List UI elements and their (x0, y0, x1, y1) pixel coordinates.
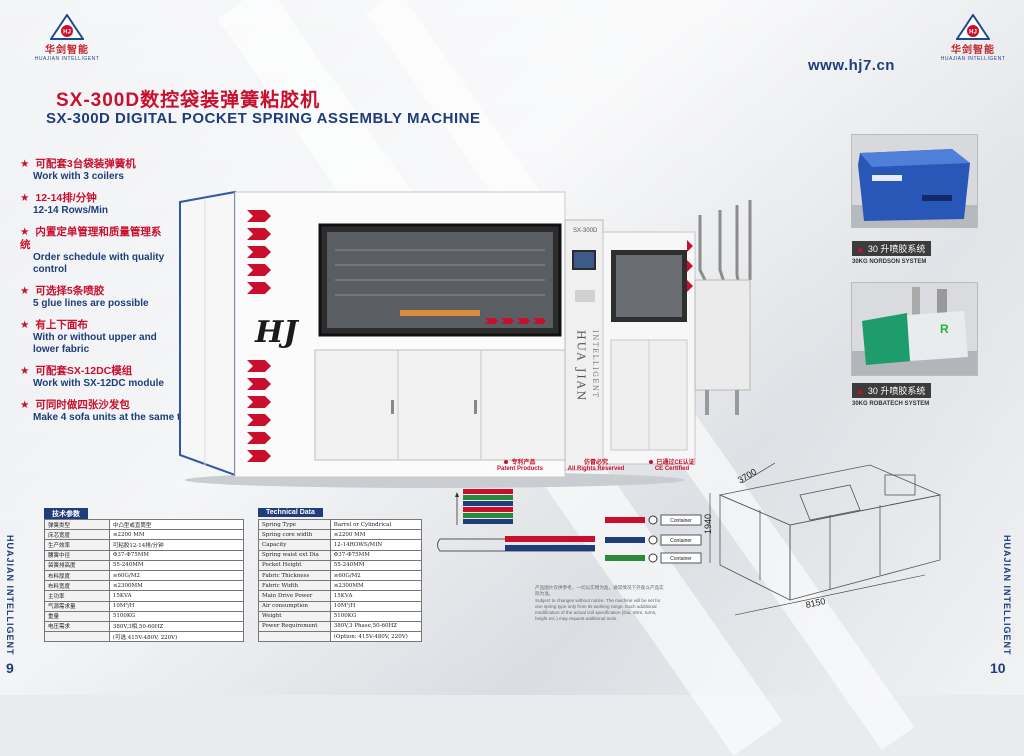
feature-item: ★可同时做四张沙发包 Make 4 sofa units at the same… (20, 399, 198, 423)
feature-item: ★12-14排/分钟 12-14 Rows/Min (20, 192, 109, 216)
machine-brand-vertical-2: INTELLIGENT (591, 330, 599, 399)
robatech-caption: ▲30 升喷胶系统 30KG ROBATECH SYSTEM (852, 381, 982, 407)
triangle-icon: ▲ (856, 244, 865, 254)
svg-text:HJ: HJ (63, 30, 71, 36)
feature-item: ★内置定单管理和质量管理系统 Order schedule with quali… (20, 226, 165, 275)
brand-logo-left: HJ 华剑智能 HUAJIAN INTELLIGENT (22, 14, 112, 62)
sidebar-brand-left: HUAJIAN INTELLIGENT (5, 535, 15, 656)
page-number-right: 10 (990, 660, 1006, 676)
logo-mark-icon: HJ (956, 14, 990, 40)
star-icon: ★ (20, 399, 30, 411)
star-icon: ★ (20, 226, 30, 238)
spec-cn-table: 弹簧类型中凸型或直筒型 床芯宽度≤2200 MM 生产效率可粘胶12-14排/分… (44, 518, 245, 643)
triangle-icon: ▲ (856, 386, 865, 396)
svg-text:R: R (940, 322, 949, 336)
process-diagram: Container Container Container (437, 489, 702, 564)
cert-patent: 专利产品 Patent Products (496, 460, 543, 472)
logo-text-cn: 华剑智能 (951, 45, 995, 56)
logo-text-en: HUAJIAN INTELLIGENT (940, 56, 1006, 62)
svg-text:HJ: HJ (969, 30, 977, 36)
robatech-system-photo: R (851, 282, 978, 376)
machine-panel-label: SX-300D (573, 228, 598, 234)
cert-rights: 仿冒必究 All Rights Reserved (567, 460, 625, 472)
star-icon: ★ (20, 285, 30, 297)
machine-illustration: HJ SX-300D HUA JIAN INTELLIGENT (179, 190, 752, 488)
website-link[interactable]: www.hj7.cn (808, 57, 895, 74)
logo-mark-icon: HJ (50, 14, 84, 40)
star-icon: ★ (20, 192, 30, 204)
feature-item: ★可选择5条喷胶 5 glue lines are possible (20, 285, 149, 309)
nordson-system-photo (851, 134, 978, 228)
page-title-cn: SX-300D数控袋装弹簧粘胶机 (56, 90, 321, 111)
page-number-left: 9 (6, 660, 14, 676)
table-row: (可选 415V-480V, 220V) (44, 631, 245, 643)
feature-list: ★可配套3台袋装弹簧机 Work with 3 coilers ★12-14排/… (20, 158, 220, 433)
dimension-height: 1940 (703, 514, 713, 534)
table-row: 生产效率可粘胶12-14排/分钟 (44, 539, 245, 551)
table-row: 弹簧类型中凸型或直筒型 (44, 518, 245, 531)
machine-logo-script: HJ (254, 315, 299, 350)
star-icon: ★ (20, 319, 30, 331)
table-row: Fabric Width≤2300MM (258, 580, 423, 592)
container-label: Container (670, 538, 692, 544)
brand-logo-right: HJ 华剑智能 HUAJIAN INTELLIGENT (928, 14, 1018, 62)
machine-brand-vertical-1: HUA JIAN (575, 330, 588, 402)
feature-item: ★可配套SX-12DC模组 Work with SX-12DC module (20, 365, 164, 389)
container-label: Container (670, 518, 692, 524)
table-row: Fabric Thickness≥60G/M2 (258, 569, 423, 582)
spec-cn-header: 技术参数 (44, 508, 88, 520)
sidebar-brand-right: HUAJIAN INTELLIGENT (1002, 535, 1012, 656)
star-icon: ★ (20, 365, 30, 377)
page-title-en: SX-300D DIGITAL POCKET SPRING ASSEMBLY M… (46, 110, 481, 127)
cert-ce: 已通过CE认证 CE Certified (634, 457, 710, 472)
logo-text-en: HUAJIAN INTELLIGENT (34, 56, 100, 62)
red-dot-icon (504, 460, 509, 465)
table-row: 布料厚度≥60G/M2 (44, 569, 245, 582)
table-row: 床芯宽度≤2200 MM (44, 529, 245, 541)
table-row: (Option: 415V-480V, 220V) (258, 631, 423, 643)
dimension-drawing: 1940 3700 8150 (703, 462, 942, 616)
container-label: Container (670, 556, 692, 562)
spec-en-header: Technical Data (258, 508, 323, 517)
disclaimer-note: 产品图片仅供参考，一切以实物为准，通常情况下外观以产品实际为准。 Subject… (535, 585, 664, 621)
star-icon: ★ (20, 158, 30, 170)
dimension-depth: 3700 (736, 467, 758, 486)
nordson-caption: ▲30 升喷胶系统 30KG NORDSON SYSTEM (852, 239, 982, 265)
feature-item: ★有上下面布 With or without upper and lower f… (20, 319, 157, 355)
table-row: 布料宽度≤2300MM (44, 580, 245, 592)
dimension-length: 8150 (805, 596, 827, 610)
table-row: Spring core width≤2200 MM (258, 529, 423, 541)
logo-text-cn: 华剑智能 (45, 45, 89, 56)
feature-item: ★可配套3台袋装弹簧机 Work with 3 coilers (20, 158, 136, 182)
red-dot-icon (649, 460, 654, 465)
